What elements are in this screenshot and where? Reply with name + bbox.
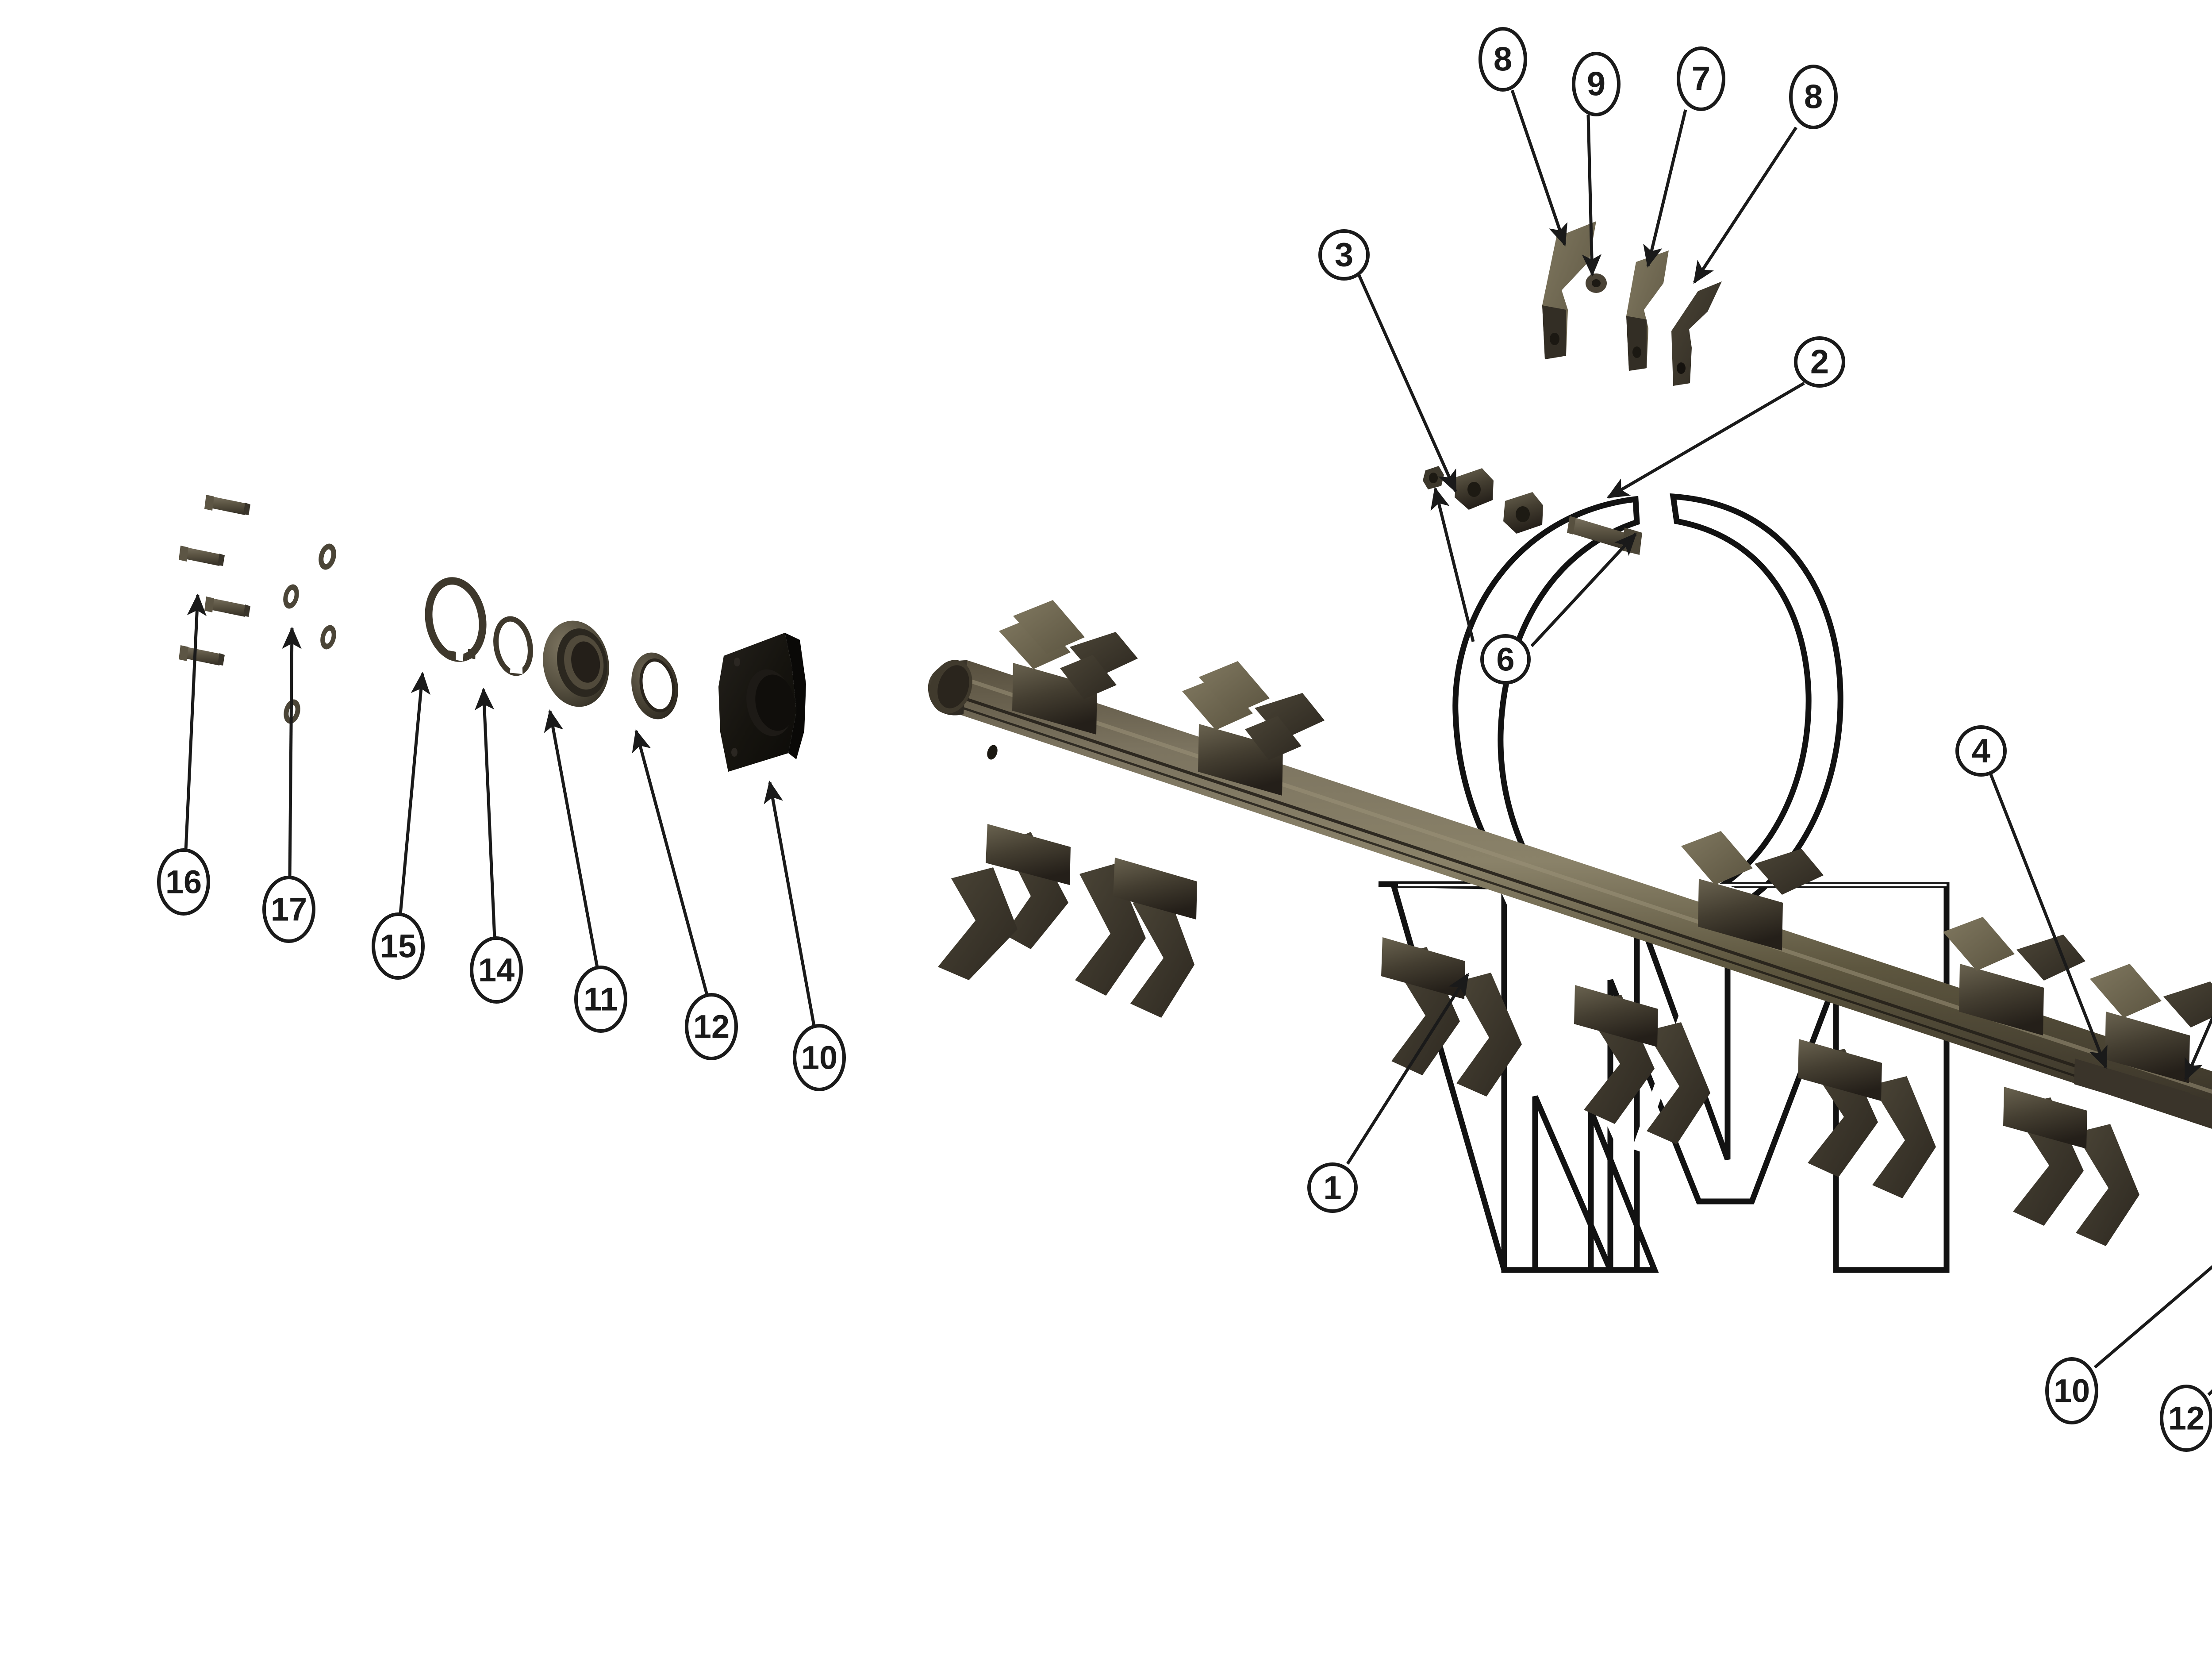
callout-number: 10	[801, 1039, 837, 1076]
callout-number: 12	[2168, 1400, 2204, 1437]
callout-bubble-16[interactable]: 16	[157, 848, 210, 916]
callout-outline	[1677, 46, 1725, 111]
callout-outline	[1572, 52, 1621, 116]
callout-bubble-4[interactable]: 4	[1955, 725, 2007, 777]
callout-leader-7	[1643, 109, 1687, 268]
callout-bubble-11[interactable]: 11	[574, 966, 627, 1033]
callout-outline	[1479, 27, 1527, 92]
callout-number: 2	[1810, 343, 1829, 381]
callout-number: 17	[271, 891, 307, 928]
callout-number: 3	[1335, 236, 1353, 274]
callout-leader-8	[1693, 127, 1797, 284]
callout-leader-11	[544, 709, 599, 968]
tine-blades-upper	[999, 600, 2212, 1027]
callout-leader-lines	[184, 89, 2212, 1396]
callout-leader-10	[764, 781, 816, 1026]
callout-outline	[157, 848, 210, 916]
callout-bubble-14[interactable]: 14	[470, 936, 523, 1004]
callout-number: 7	[1692, 60, 1710, 98]
callout-bubble-3[interactable]: 3	[1318, 229, 1370, 281]
callout-outline	[372, 912, 425, 980]
rotor-tine-shaft-assembly	[928, 600, 2212, 1246]
callout-outline	[2045, 1357, 2098, 1424]
callout-leader-2	[1606, 381, 1805, 499]
callout-bubble-1[interactable]: 1	[1307, 1162, 1358, 1213]
callout-leader-9	[1582, 114, 1602, 277]
callout-outline	[1307, 1162, 1358, 1213]
callout-outline	[793, 1024, 846, 1091]
callout-number: 10	[2054, 1373, 2090, 1409]
callout-outline	[1318, 229, 1370, 281]
callout-leader-6	[1530, 533, 1637, 647]
callout-bubble-2[interactable]: 2	[1794, 336, 1845, 388]
callout-outline	[470, 936, 523, 1004]
callout-number: 15	[380, 928, 416, 965]
callout-leader-12	[632, 729, 709, 995]
oil-seal-left	[631, 652, 678, 720]
callout-leader-3	[1357, 274, 1457, 493]
callout-bubble-10[interactable]: 10	[793, 1024, 846, 1091]
callout-outline	[2160, 1385, 2212, 1452]
callout-outline	[574, 966, 627, 1033]
callout-number: 12	[693, 1008, 730, 1045]
hex-bolts-left	[179, 495, 250, 666]
callout-bubble-8[interactable]: 8	[1789, 65, 1838, 129]
callout-bubble-10[interactable]: 10	[2045, 1357, 2098, 1424]
tine-sleeve-collars	[2074, 1058, 2212, 1127]
callout-outline	[685, 993, 738, 1060]
callout-leader-6	[1430, 487, 1475, 642]
callout-leader-1	[1346, 973, 1469, 1165]
bearing-flange-housing-left	[718, 633, 806, 772]
flat-washers-left	[283, 543, 336, 724]
callout-outline	[1794, 336, 1845, 388]
callout-outline	[1789, 65, 1838, 129]
retaining-ring-left	[425, 577, 487, 662]
callout-number: 4	[1972, 732, 1990, 770]
callout-bubble-9[interactable]: 9	[1572, 52, 1621, 116]
callout-bubble-12[interactable]: 12	[2160, 1385, 2212, 1452]
callout-leader-4	[1989, 774, 2108, 1069]
left-bearing-stack	[179, 495, 806, 772]
callout-number: 8	[1804, 78, 1823, 116]
callout-bubble-8[interactable]: 8	[1479, 27, 1527, 92]
callout-leader-17	[282, 626, 302, 878]
tine-hubs-lower	[986, 824, 2087, 1149]
callout-leader-10	[2093, 1265, 2212, 1369]
callout-number: 11	[584, 981, 618, 1018]
callout-leader-8	[1510, 89, 1568, 246]
callout-leader-16	[184, 593, 207, 850]
callout-number: 6	[1496, 641, 1514, 678]
callout-number: 9	[1587, 65, 1605, 103]
callout-outline	[262, 876, 315, 943]
callout-outline	[1480, 634, 1531, 685]
callout-leader-15	[399, 671, 430, 915]
callout-leader-5	[2184, 1015, 2212, 1081]
callout-bubble-15[interactable]: 15	[372, 912, 425, 980]
callout-bubble-7[interactable]: 7	[1677, 46, 1725, 111]
callout-bubble-17[interactable]: 17	[262, 876, 315, 943]
callout-number: 8	[1494, 41, 1512, 78]
callout-bubble-12[interactable]: 12	[685, 993, 738, 1060]
snap-ring-left	[493, 616, 533, 676]
callout-number: 1	[1323, 1170, 1341, 1206]
callout-bubble-6[interactable]: 6	[1480, 634, 1531, 685]
callout-outline	[1955, 725, 2007, 777]
callout-number: 14	[478, 952, 515, 989]
callout-leader-14	[474, 687, 496, 939]
ball-bearing-left	[543, 620, 609, 707]
callout-bubbles: 12345678891011121415161710121115131716	[157, 27, 2212, 1452]
callout-number: 16	[165, 864, 202, 900]
